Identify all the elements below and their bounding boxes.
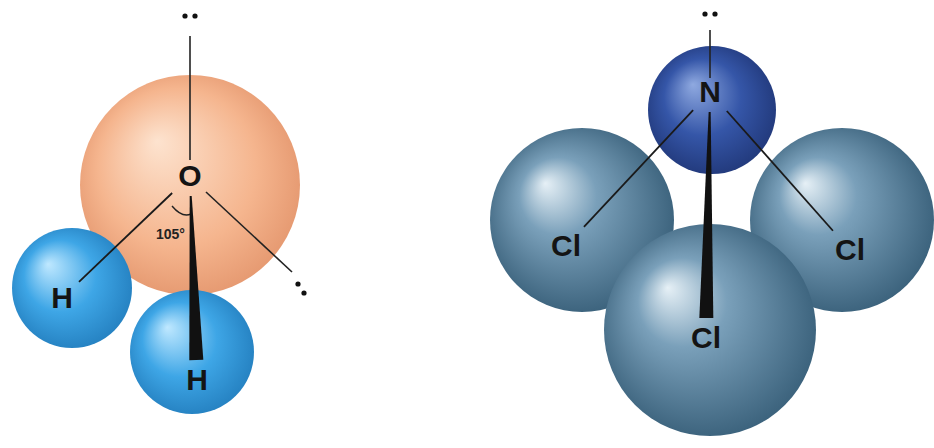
single-bond [584, 110, 693, 227]
atom-symbol: Cl [551, 231, 581, 261]
atom-symbol: Cl [691, 323, 721, 353]
atom-symbol: O [178, 161, 201, 191]
hydrogen-sphere [12, 228, 132, 348]
angle-label: 105° [156, 226, 185, 242]
oxygen-atom: O [174, 159, 205, 193]
electron-dot [712, 11, 717, 16]
electron-dot [702, 11, 707, 16]
angle-arc [172, 206, 191, 215]
atom-symbol: H [186, 365, 208, 395]
atom-symbol: Cl [835, 235, 865, 265]
nitrogen-atom: N [695, 75, 725, 109]
electron-dot [295, 281, 300, 286]
nitrogen-sphere [648, 46, 776, 174]
wedge-bond [189, 196, 203, 360]
chlorine-atom: Cl [687, 321, 725, 355]
hydrogen-atom: H [182, 363, 212, 397]
atom-symbol: N [699, 77, 721, 107]
atom-symbol: H [51, 283, 73, 313]
electron-dot [192, 13, 197, 18]
electron-dot [182, 13, 187, 18]
wedge-bond [699, 112, 713, 318]
single-bond [727, 111, 833, 231]
lone-pair-line [206, 192, 292, 272]
chlorine-atom: Cl [831, 233, 869, 267]
hydrogen-atom: H [47, 281, 77, 315]
lone-pair-line [709, 30, 711, 78]
electron-dot [301, 290, 306, 295]
lone-pair-line [189, 36, 191, 160]
chlorine-atom: Cl [547, 229, 585, 263]
